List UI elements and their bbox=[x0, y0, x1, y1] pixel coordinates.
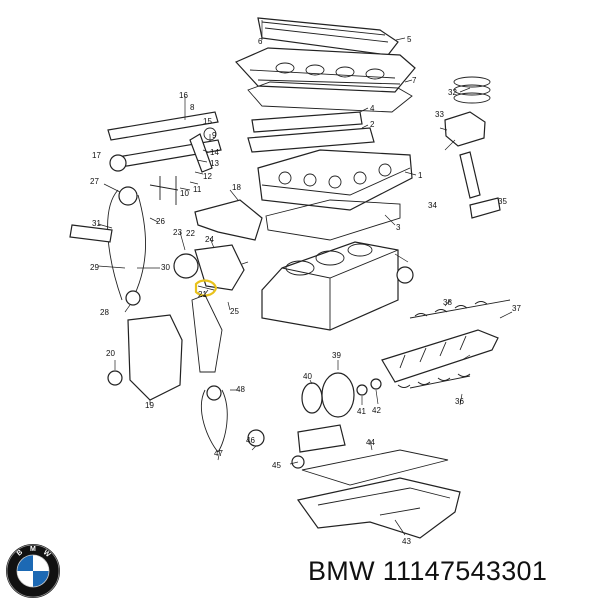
callout-20: 20 bbox=[106, 349, 115, 358]
pistons bbox=[444, 76, 501, 219]
callout-19: 19 bbox=[145, 401, 154, 410]
oil-pump-sprocket bbox=[206, 385, 222, 401]
oil-pan-gasket bbox=[301, 449, 449, 486]
callout-33: 33 bbox=[435, 110, 444, 119]
callout-6: 6 bbox=[258, 37, 263, 46]
callout-28: 28 bbox=[100, 308, 109, 317]
head-gasket-upper bbox=[247, 127, 375, 153]
part-number: 11147543301 bbox=[382, 556, 548, 586]
callout-17: 17 bbox=[92, 151, 101, 160]
oil-pan bbox=[296, 477, 461, 539]
callout-48: 48 bbox=[236, 385, 245, 394]
crankshaft bbox=[381, 329, 499, 383]
chain-guide bbox=[69, 224, 113, 243]
main-bearings bbox=[397, 299, 511, 389]
callout-16: 16 bbox=[179, 91, 188, 100]
callout-41: 41 bbox=[357, 407, 366, 416]
brand-name: BMW bbox=[308, 556, 375, 586]
callout-31: 31 bbox=[92, 219, 101, 228]
callout-30: 30 bbox=[161, 263, 170, 272]
oil-pump-chain bbox=[201, 389, 228, 453]
valve-cover bbox=[234, 17, 416, 93]
intake-bracket bbox=[194, 199, 263, 241]
callout-36: 36 bbox=[455, 397, 464, 406]
leader-lines bbox=[97, 20, 513, 536]
callout-10: 10 bbox=[180, 189, 189, 198]
callout-14: 14 bbox=[210, 148, 219, 157]
sprocket bbox=[118, 186, 138, 206]
seal-20 bbox=[107, 370, 123, 386]
callout-8: 8 bbox=[190, 103, 195, 112]
part-caption: BMW 11147543301 bbox=[308, 556, 547, 587]
callout-39: 39 bbox=[332, 351, 341, 360]
valves-springs bbox=[149, 127, 217, 205]
callout-18: 18 bbox=[232, 183, 241, 192]
cylinder-head bbox=[257, 149, 413, 211]
callout-40: 40 bbox=[303, 372, 312, 381]
callout-13: 13 bbox=[210, 159, 219, 168]
timing-cover-upper bbox=[173, 244, 245, 291]
valve-cover-gasket bbox=[247, 81, 413, 113]
callout-labels: 1 2 3 4 5 6 7 8 9 10 11 12 13 14 15 16 1… bbox=[90, 35, 521, 546]
callout-3: 3 bbox=[396, 223, 401, 232]
callout-22: 22 bbox=[186, 229, 195, 238]
camshaft-carrier bbox=[251, 111, 363, 133]
callout-7: 7 bbox=[412, 76, 417, 85]
callout-46: 46 bbox=[246, 436, 255, 445]
flywheel bbox=[301, 372, 382, 418]
part-21-highlight bbox=[194, 279, 218, 297]
callout-29: 29 bbox=[90, 263, 99, 272]
callout-45: 45 bbox=[272, 461, 281, 470]
callout-9: 9 bbox=[212, 131, 217, 140]
bmw-logo: B M W bbox=[6, 544, 60, 598]
camshafts bbox=[107, 111, 222, 172]
svg-text:B: B bbox=[16, 549, 24, 558]
callout-34: 34 bbox=[428, 201, 437, 210]
callout-35: 35 bbox=[498, 197, 507, 206]
callout-2: 2 bbox=[370, 120, 375, 129]
callout-1: 1 bbox=[418, 171, 423, 180]
callout-15: 15 bbox=[203, 117, 212, 126]
callout-21: 21 bbox=[198, 290, 207, 299]
seal-38 bbox=[396, 266, 414, 284]
front-cover bbox=[127, 314, 183, 401]
cylinder-head-gasket bbox=[265, 199, 401, 241]
sprocket-lower bbox=[125, 290, 141, 306]
oil-pump bbox=[247, 424, 346, 469]
callout-5: 5 bbox=[407, 35, 412, 44]
callout-27: 27 bbox=[90, 177, 99, 186]
callout-32: 32 bbox=[448, 88, 457, 97]
gasket-25 bbox=[191, 294, 223, 373]
timing-chain bbox=[107, 189, 147, 301]
svg-text:M: M bbox=[30, 546, 36, 553]
callout-47: 47 bbox=[214, 449, 223, 458]
callout-43: 43 bbox=[402, 537, 411, 546]
callout-25: 25 bbox=[230, 307, 239, 316]
callout-24: 24 bbox=[205, 235, 214, 244]
callout-42: 42 bbox=[372, 406, 381, 415]
callout-26: 26 bbox=[156, 217, 165, 226]
callout-12: 12 bbox=[203, 172, 212, 181]
callout-4: 4 bbox=[370, 104, 375, 113]
callout-44: 44 bbox=[366, 438, 375, 447]
svg-text:W: W bbox=[42, 549, 52, 559]
callout-38: 38 bbox=[443, 298, 452, 307]
callout-37: 37 bbox=[512, 304, 521, 313]
callout-11: 11 bbox=[193, 185, 202, 194]
callout-23: 23 bbox=[173, 228, 182, 237]
engine-block bbox=[261, 241, 399, 331]
